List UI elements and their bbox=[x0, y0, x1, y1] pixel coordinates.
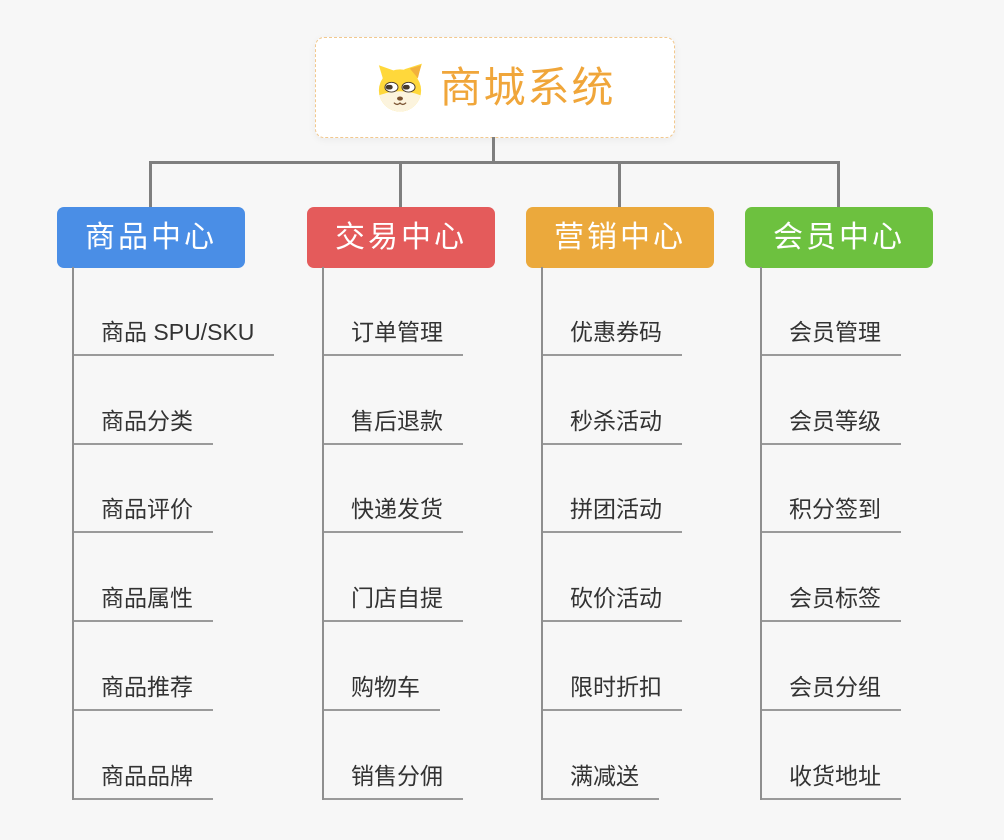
leaf-item[interactable]: 会员等级 bbox=[762, 356, 992, 445]
leaf-item[interactable]: 商品评价 bbox=[74, 445, 304, 534]
leaf-item[interactable]: 会员分组 bbox=[762, 622, 992, 711]
leaf-item[interactable]: 秒杀活动 bbox=[543, 356, 773, 445]
root-title: 商城系统 bbox=[439, 63, 616, 111]
leaf-label[interactable]: 会员分组 bbox=[762, 668, 901, 711]
leaf-label[interactable]: 售后退款 bbox=[324, 402, 463, 445]
leaf-label[interactable]: 积分签到 bbox=[762, 490, 901, 534]
connector-branch-stub bbox=[618, 161, 621, 207]
connector-branch-stub bbox=[837, 161, 840, 207]
leaf-item[interactable]: 拼团活动 bbox=[543, 445, 773, 534]
leaf-item[interactable]: 门店自提 bbox=[324, 533, 554, 623]
leaf-label[interactable]: 商品品牌 bbox=[74, 757, 213, 800]
dog-face-icon bbox=[374, 62, 426, 114]
leaf-label[interactable]: 满减送 bbox=[543, 757, 659, 800]
branch-children-column-trade: 订单管理 售后退款 快递发货 门店自提 购物车 销售分佣 bbox=[322, 267, 554, 800]
leaf-item[interactable]: 销售分佣 bbox=[324, 711, 554, 800]
branch-box-marketing-center[interactable]: 营销中心 bbox=[526, 207, 714, 268]
connector-horizontal-rail bbox=[149, 161, 840, 164]
leaf-label[interactable]: 秒杀活动 bbox=[543, 402, 682, 445]
leaf-label[interactable]: 销售分佣 bbox=[324, 757, 463, 800]
leaf-label[interactable]: 会员管理 bbox=[762, 313, 901, 356]
connector-root-stub bbox=[492, 137, 495, 164]
leaf-label[interactable]: 会员标签 bbox=[762, 579, 901, 623]
connector-branch-stub bbox=[399, 161, 402, 207]
leaf-label[interactable]: 购物车 bbox=[324, 668, 440, 711]
branch-children-column-member: 会员管理 会员等级 积分签到 会员标签 会员分组 收货地址 bbox=[760, 267, 992, 800]
leaf-label[interactable]: 收货地址 bbox=[762, 757, 901, 800]
leaf-label[interactable]: 会员等级 bbox=[762, 402, 901, 445]
leaf-label[interactable]: 快递发货 bbox=[324, 490, 463, 534]
leaf-item[interactable]: 商品 SPU/SKU bbox=[74, 267, 304, 356]
branch-children-column-marketing: 优惠券码 秒杀活动 拼团活动 砍价活动 限时折扣 满减送 bbox=[541, 267, 773, 800]
branch-box-member-center[interactable]: 会员中心 bbox=[745, 207, 933, 268]
leaf-item[interactable]: 订单管理 bbox=[324, 267, 554, 356]
leaf-item[interactable]: 商品推荐 bbox=[74, 622, 304, 711]
leaf-label[interactable]: 商品 SPU/SKU bbox=[74, 313, 275, 356]
leaf-label[interactable]: 优惠券码 bbox=[543, 313, 682, 356]
leaf-item[interactable]: 砍价活动 bbox=[543, 533, 773, 623]
leaf-item[interactable]: 快递发货 bbox=[324, 445, 554, 534]
branch-children-column-product: 商品 SPU/SKU 商品分类 商品评价 商品属性 商品推荐 商品品牌 bbox=[72, 267, 304, 800]
leaf-label[interactable]: 商品评价 bbox=[74, 490, 213, 534]
leaf-item[interactable]: 商品品牌 bbox=[74, 711, 304, 800]
leaf-item[interactable]: 会员管理 bbox=[762, 267, 992, 356]
leaf-item[interactable]: 优惠券码 bbox=[543, 267, 773, 356]
leaf-item[interactable]: 限时折扣 bbox=[543, 622, 773, 711]
leaf-label[interactable]: 商品属性 bbox=[74, 579, 213, 623]
leaf-item[interactable]: 满减送 bbox=[543, 711, 773, 800]
leaf-label[interactable]: 拼团活动 bbox=[543, 490, 682, 534]
leaf-item[interactable]: 购物车 bbox=[324, 622, 554, 711]
leaf-label[interactable]: 砍价活动 bbox=[543, 579, 682, 623]
leaf-label[interactable]: 商品分类 bbox=[74, 402, 213, 445]
branch-box-product-center[interactable]: 商品中心 bbox=[57, 207, 245, 268]
root-node[interactable]: 商城系统 bbox=[315, 37, 675, 138]
leaf-item[interactable]: 积分签到 bbox=[762, 445, 992, 534]
branch-box-trade-center[interactable]: 交易中心 bbox=[307, 207, 495, 268]
leaf-item[interactable]: 会员标签 bbox=[762, 533, 992, 623]
leaf-label[interactable]: 限时折扣 bbox=[543, 668, 682, 711]
leaf-label[interactable]: 商品推荐 bbox=[74, 668, 213, 711]
leaf-item[interactable]: 商品属性 bbox=[74, 533, 304, 623]
connector-branch-stub bbox=[149, 161, 152, 207]
leaf-label[interactable]: 门店自提 bbox=[324, 579, 463, 623]
leaf-item[interactable]: 售后退款 bbox=[324, 356, 554, 445]
leaf-label[interactable]: 订单管理 bbox=[324, 313, 463, 356]
leaf-item[interactable]: 商品分类 bbox=[74, 356, 304, 445]
leaf-item[interactable]: 收货地址 bbox=[762, 711, 992, 800]
